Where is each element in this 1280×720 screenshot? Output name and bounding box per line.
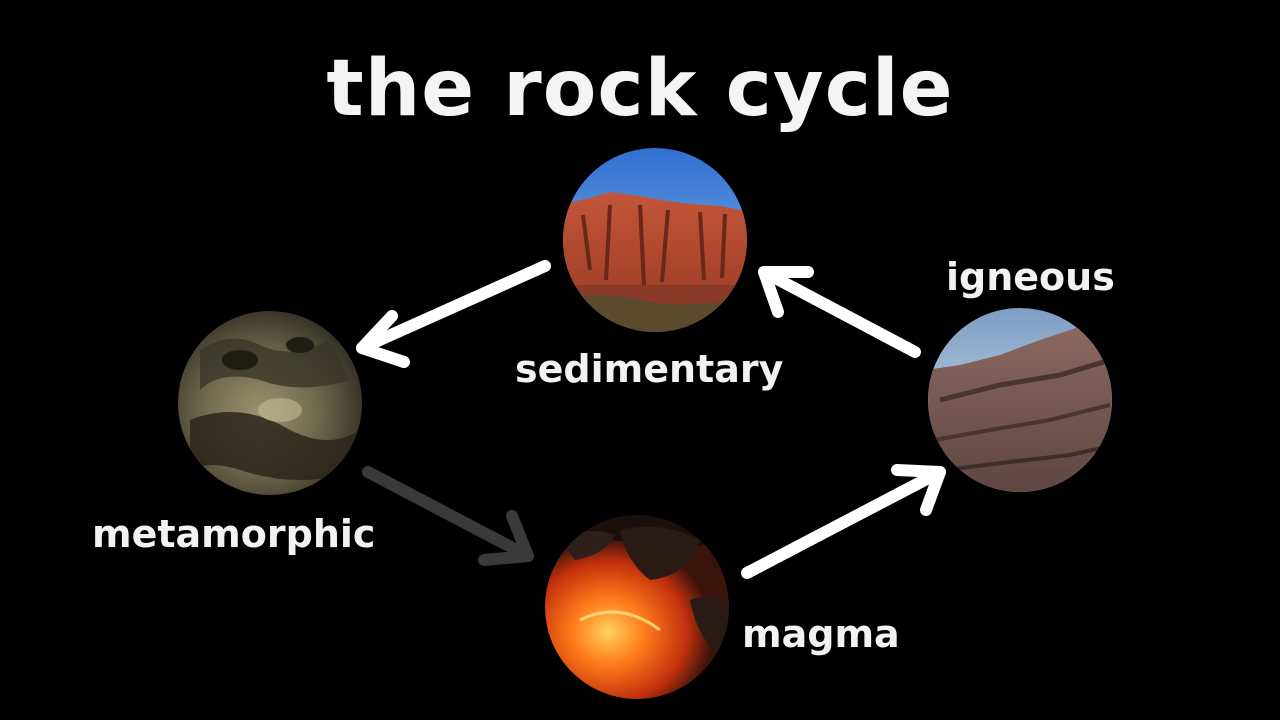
magma-image [542,512,732,702]
label-metamorphic: metamorphic [92,515,375,553]
metamorphic-rock-image [175,308,365,498]
arrow-metamorphic-to-magma [368,472,528,560]
arrow-igneous-to-sedimentary [764,272,915,352]
arrow-magma-to-igneous [747,470,940,573]
sedimentary-rock-image [560,145,750,335]
label-magma: magma [742,615,900,653]
label-sedimentary: sedimentary [515,350,783,388]
label-igneous: igneous [946,258,1115,296]
igneous-rock-image [925,305,1115,495]
